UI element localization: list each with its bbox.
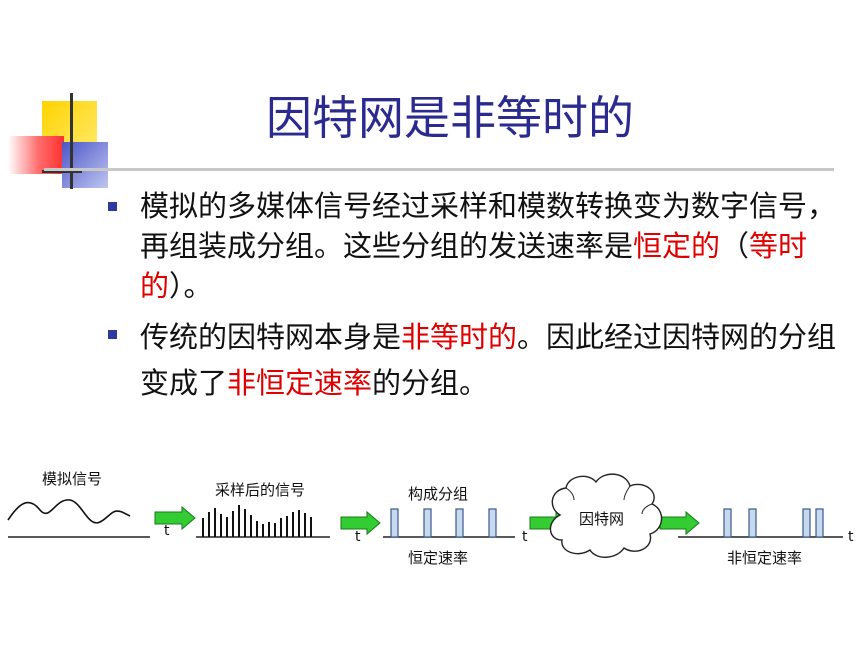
- constant-rate-label: 恒定速率: [408, 549, 469, 567]
- bullet-square-icon: [108, 202, 117, 211]
- constant-packets: [390, 508, 497, 538]
- time-axis-label: t: [848, 529, 854, 545]
- bullet-text: （: [720, 229, 750, 263]
- time-axis-label: t: [164, 523, 170, 539]
- bullet-list: 模拟的多媒体信号经过采样和模数转换变为数字信号，再组装成分组。这些分组的发送速率…: [108, 186, 838, 414]
- bullet-text: 的分组。: [372, 366, 489, 400]
- deco-blue-square: [62, 142, 108, 188]
- variable-packets: [723, 508, 824, 538]
- internet-label: 因特网: [579, 510, 625, 528]
- highlight-text: 恒定的: [633, 229, 721, 263]
- bullet-text: 传统的因特网本身是: [140, 320, 402, 354]
- time-axis-label: t: [355, 529, 361, 545]
- slide-title: 因特网是非等时的: [266, 91, 634, 145]
- deco-horizontal-line: [42, 170, 82, 173]
- sampled-impulses: [202, 505, 312, 537]
- time-axis-label: t: [522, 529, 528, 545]
- bullet-text: ）。: [169, 269, 213, 303]
- packet-label: 构成分组: [408, 485, 469, 503]
- highlight-text: 等时的: [140, 229, 808, 303]
- sampled-signal-label: 采样后的信号: [215, 481, 306, 499]
- bullet-text: 模拟的多媒体信号经过采样和模数转换变为数字信号，再组装成分组。这些分组的发送速率…: [140, 189, 837, 263]
- bullet-item-2: 传统的因特网本身是非等时的。因此经过因特网的分组变成了非恒定速率的分组。: [108, 314, 838, 406]
- deco-vertical-line: [70, 93, 73, 189]
- variable-rate-label: 非恒定速率: [727, 549, 803, 567]
- title-underline: [44, 168, 834, 171]
- bullet-item-1: 模拟的多媒体信号经过采样和模数转换变为数字信号，再组装成分组。这些分组的发送速率…: [108, 186, 838, 306]
- arrow-4-icon: [659, 510, 700, 536]
- arrow-1-icon: [154, 505, 196, 531]
- bullet-square-icon: [108, 330, 117, 339]
- deco-red-square: [8, 136, 64, 174]
- analog-waveform: [7, 499, 131, 524]
- bullet-text: 。因此经过因特网的分组变成了: [140, 320, 837, 400]
- analog-signal-label: 模拟信号: [42, 470, 103, 488]
- highlight-text: 非等时的: [401, 320, 518, 354]
- highlight-text: 非恒定速率: [227, 366, 373, 400]
- arrow-3-icon: [529, 510, 570, 536]
